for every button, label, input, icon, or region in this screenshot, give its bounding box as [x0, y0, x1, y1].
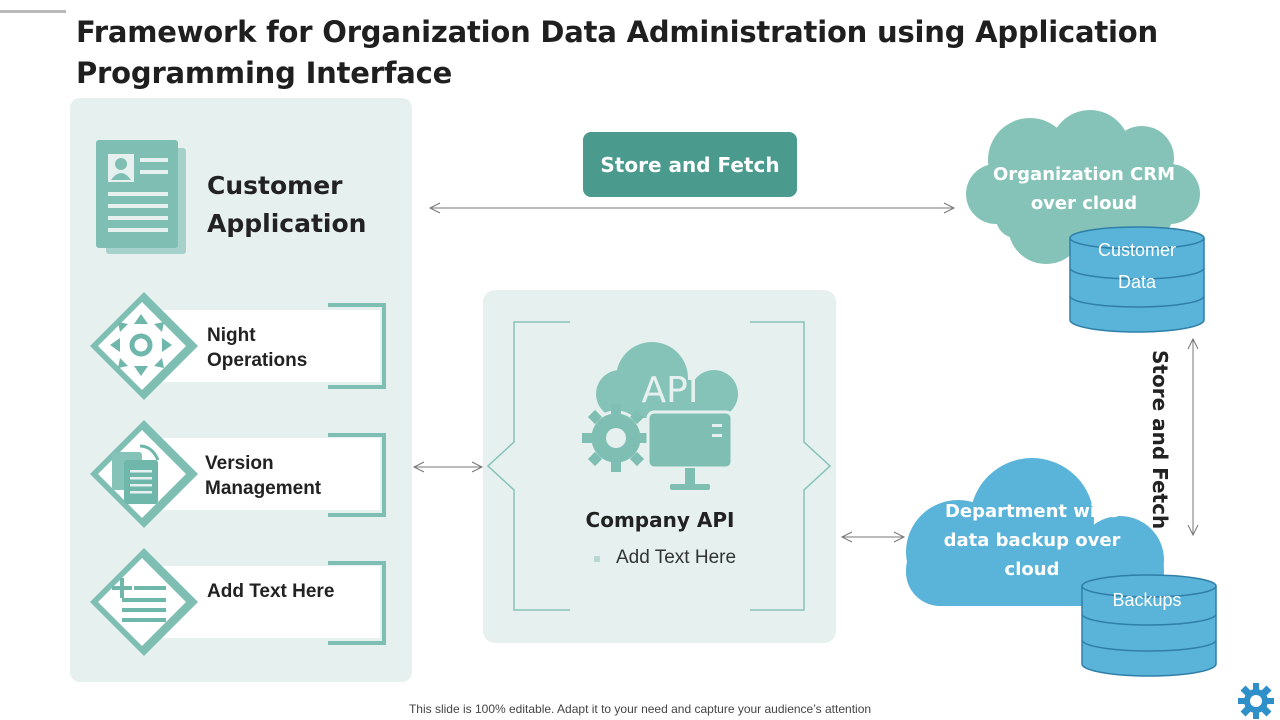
gear-arrows-icon	[110, 314, 172, 376]
backup-cloud-label: Department wise data backup over cloud	[943, 501, 1121, 580]
plus-list-icon	[112, 578, 166, 622]
company-api-text: Add Text Here	[616, 547, 737, 568]
crm-cloud-shape	[966, 110, 1200, 264]
customer-data-line2: Data	[1117, 272, 1157, 292]
top-accent-line	[0, 10, 66, 13]
store-fetch-vertical-label: Store and Fetch	[1148, 350, 1172, 530]
feature-label-version-management: Version Management	[205, 453, 322, 499]
feature-label-add-text: Add Text Here	[207, 581, 335, 602]
api-bracket-frame	[486, 321, 832, 611]
double-arrow-center-right	[840, 531, 906, 543]
store-fetch-label: Store and Fetch	[583, 132, 797, 197]
double-arrow-top	[428, 202, 956, 214]
customer-data-line1: Customer	[1097, 240, 1177, 260]
api-icon-text: API	[642, 370, 699, 411]
company-api-title: Company API	[585, 508, 735, 532]
customer-document-icon	[96, 140, 186, 254]
backups-label: Backups	[1112, 590, 1182, 610]
feature-card-frame	[90, 548, 386, 656]
bullet-icon	[594, 556, 600, 562]
page-title: Framework for Organization Data Administ…	[76, 15, 1158, 90]
double-arrow-vertical	[1187, 337, 1199, 537]
customer-application-title: Customer Application	[207, 171, 367, 238]
crm-cloud-label: Organization CRM over cloud	[992, 164, 1176, 214]
customer-data-database	[1069, 226, 1205, 333]
feature-label-night-operations: Night Operations	[207, 325, 308, 371]
stacked-documents-icon	[112, 444, 160, 504]
settings-gear-icon[interactable]	[1238, 683, 1274, 719]
double-arrow-left-center	[412, 461, 484, 473]
api-cloud-icon: API	[582, 342, 738, 490]
footer-note: This slide is 100% editable. Adapt it to…	[408, 702, 872, 716]
backups-database	[1081, 574, 1217, 677]
